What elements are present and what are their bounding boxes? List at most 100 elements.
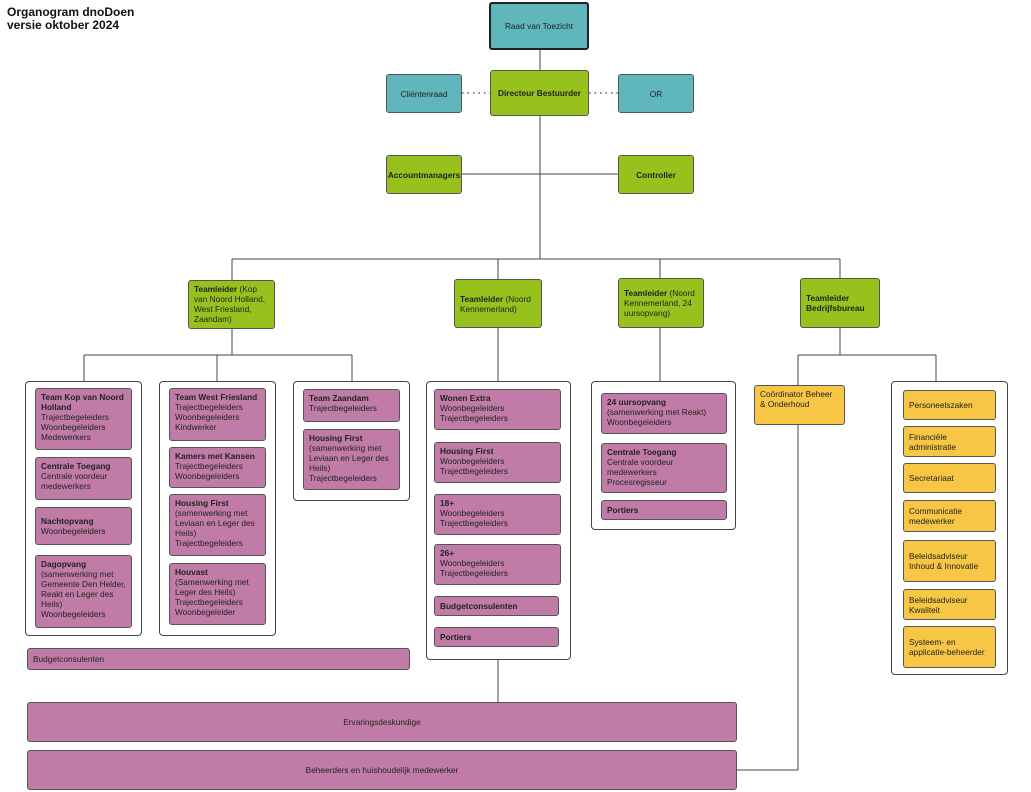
beheerders-bar: Beheerders en huishoudelijk medewerker [27, 750, 737, 790]
raad-van-toezicht-box: Raad van Toezicht [489, 2, 589, 50]
directeur-bestuurder-box: Directeur Bestuurder [490, 70, 589, 116]
ervaringsdeskundige-bar: Ervaringsdeskundige [27, 702, 737, 742]
portiers-nk-title: Portiers [440, 632, 472, 642]
uursopvang-roles: (samenwerking met Reakt) Woonbegeleiders [607, 407, 707, 427]
centrale-toegang-kop-roles: Centrale voordeur medewerkers [41, 471, 108, 491]
teamleider-nk-region: (Noord Kennemerland) [460, 293, 531, 314]
teamleider-kop-box: Teamleider (Kop van Noord Holland, West … [188, 280, 275, 329]
coordinator-beheer-box: Coördinator Beheer & Onderhoud [754, 385, 845, 425]
housing-first-nk-roles: Woonbegeleiders Trajectbegeleiders [440, 456, 508, 476]
controller-box: Controller [618, 155, 694, 194]
ervaringsdeskundige-label: Ervaringsdeskundige [343, 717, 421, 727]
team-zaandam-roles: Trajectbegeleiders [309, 403, 377, 413]
teamleider-24uurs-region: (Noord Kennemerland, 24 uursopvang) [624, 288, 695, 318]
systeem-applicatiebeheerder-label: Systeem- en applicatie-beheerder [909, 637, 985, 657]
centrale-toegang-kop-title: Centrale Toegang [41, 461, 111, 471]
team-kop-title: Team Kop van Noord Holland [41, 392, 124, 412]
portiers-24-title: Portiers [607, 505, 639, 515]
teamleider-noord-kennemerland-box: Teamleider (Noord Kennemerland) [454, 279, 542, 328]
beleidsadviseur-kwaliteit-box: Beleidsadviseur Kwaliteit [903, 589, 996, 620]
houvast-box: Houvast(Samenwerking met Leger des Heils… [169, 563, 266, 625]
team-zaandam-title: Team Zaandam [309, 393, 369, 403]
dagopvang-box: Dagopvang(samenwerking met Gemeente Den … [35, 555, 132, 628]
raad-van-toezicht-label: Raad van Toezicht [504, 21, 574, 31]
teamleider-bedrijfsbureau-box: Teamleider Bedrijfsbureau [800, 278, 880, 328]
personeelszaken-box: Personeelszaken [903, 390, 996, 420]
team-west-friesland-title: Team West Friesland [175, 392, 258, 402]
accountmanagers-label: Accountmanagers [387, 169, 461, 180]
coordinator-beheer-label: Coördinator Beheer & Onderhoud [760, 389, 833, 409]
communicatie-medewerker-box: Communicatie medewerker [903, 500, 996, 532]
housing-first-zaandam-roles: (samenwerking met Leviaan en Leger des H… [309, 443, 389, 483]
housing-first-wf-box: Housing First(samenwerking met Leviaan e… [169, 494, 266, 556]
centrale-toegang-nk-title: Centrale Toegang [607, 447, 677, 457]
or-label: OR [649, 88, 663, 99]
wonen-extra-roles: Woonbegeleiders Trajectbegeleiders [440, 403, 508, 423]
uursopvang-box: 24 uursopvang(samenwerking met Reakt) Wo… [601, 393, 727, 434]
team-west-friesland-roles: Trajectbegeleiders Woonbegeleiders Kindw… [175, 402, 243, 432]
portiers-24-box: Portiers [601, 500, 727, 520]
teamleider-24uurs-title: Teamleider [624, 288, 668, 298]
beheerders-label: Beheerders en huishoudelijk medewerker [305, 765, 459, 775]
budgetconsulenten-bar: Budgetconsulenten [27, 648, 410, 670]
beleidsadviseur-kwaliteit-label: Beleidsadviseur Kwaliteit [909, 594, 968, 615]
zesentwintig-plus-box: 26+Woonbegeleiders Trajectbegeleiders [434, 544, 561, 585]
teamleider-kop-title: Teamleider [194, 284, 238, 294]
teamleider-bedrijfsbureau-label: Teamleider Bedrijfsbureau [806, 293, 865, 313]
achttien-plus-box: 18+Woonbegeleiders Trajectbegeleiders [434, 494, 561, 535]
beleidsadviseur-innovatie-box: Beleidsadviseur Inhoud & Innovatie [903, 540, 996, 582]
or-box: OR [618, 74, 694, 113]
budgetconsulenten-nk-title: Budgetconsulenten [440, 601, 518, 611]
kamers-met-kansen-title: Kamers met Kansen [175, 451, 255, 461]
title-line-1: Organogram dnoDoen [7, 5, 135, 19]
zesentwintig-plus-roles: Woonbegeleiders Trajectbegeleiders [440, 558, 508, 578]
team-kop-roles: Trajectbegeleiders Woonbegeleiders Medew… [41, 412, 109, 442]
teamleider-nk-title: Teamleider [460, 293, 504, 304]
kamers-met-kansen-roles: Trajectbegeleiders Woonbegeleiders [175, 461, 243, 481]
zesentwintig-plus-title: 26+ [440, 548, 455, 558]
financiele-administratie-box: Financiële administratie [903, 426, 996, 457]
systeem-applicatiebeheerder-box: Systeem- en applicatie-beheerder [903, 626, 996, 668]
dagopvang-roles: (samenwerking met Gemeente Den Helder, R… [41, 569, 126, 619]
portiers-nk-box: Portiers [434, 627, 559, 647]
achttien-plus-roles: Woonbegeleiders Trajectbegeleiders [440, 508, 508, 528]
controller-label: Controller [636, 169, 676, 180]
housing-first-zaandam-box: Housing First(samenwerking met Leviaan e… [303, 429, 400, 490]
nachtopvang-title: Nachtopvang [41, 516, 94, 526]
communicatie-medewerker-label: Communicatie medewerker [909, 506, 963, 526]
secretariaat-label: Secretariaat [909, 473, 954, 483]
title-line-2: versie oktober 2024 [7, 18, 120, 32]
nachtopvang-roles: Woonbegeleiders [41, 526, 106, 536]
housing-first-wf-roles: (samenwerking met Leviaan en Leger des H… [175, 508, 255, 548]
teamleider-kop-region: (Kop van Noord Holland, West Friesland, … [194, 284, 266, 324]
secretariaat-box: Secretariaat [903, 463, 996, 493]
houvast-title: Houvast [175, 567, 208, 577]
directeur-bestuurder-label: Directeur Bestuurder [498, 88, 581, 98]
housing-first-nk-title: Housing First [440, 446, 494, 456]
uursopvang-title: 24 uursopvang [607, 397, 667, 407]
centrale-toegang-nk-roles: Centrale voordeur medewerkers Procesregi… [607, 457, 674, 487]
achttien-plus-title: 18+ [440, 498, 455, 508]
budgetconsulenten-bar-label: Budgetconsulenten [33, 654, 105, 664]
housing-first-zaandam-title: Housing First [309, 433, 363, 443]
budgetconsulenten-nk-box: Budgetconsulenten [434, 596, 559, 616]
teamleider-24uurs-box: Teamleider (Noord Kennemerland, 24 uurso… [618, 278, 704, 328]
accountmanagers-box: Accountmanagers [386, 155, 462, 194]
housing-first-wf-title: Housing First [175, 498, 229, 508]
clientenraad-label: Cliëntenraad [400, 88, 448, 99]
financiele-administratie-label: Financiële administratie [909, 431, 957, 452]
beleidsadviseur-innovatie-label: Beleidsadviseur Inhoud & Innovatie [909, 551, 979, 571]
dagopvang-title: Dagopvang [41, 559, 87, 569]
houvast-roles: (Samenwerking met Leger des Heils) Traje… [175, 577, 249, 617]
personeelszaken-label: Personeelszaken [909, 400, 973, 410]
